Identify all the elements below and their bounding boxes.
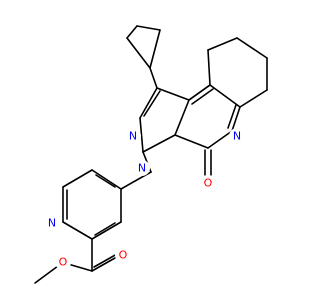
atom-label: N [138,162,146,175]
atom-o2: O [115,247,131,263]
bond [174,99,190,136]
bond [239,89,268,108]
atom-n2: N [134,160,150,176]
bond [139,87,158,119]
molecule-structure-diagram: N N N N O O O [34,25,268,284]
bond [149,67,158,89]
bond [91,221,122,240]
bond [207,130,233,149]
bond [62,169,93,188]
bond [67,263,93,272]
atom-label: N [129,130,137,143]
pyridinone-ring [174,84,241,149]
atom-o1: O [200,175,216,191]
bond [62,221,93,240]
atom-o3: O [55,254,71,270]
pyridine-ring [62,169,122,240]
atom-label: O [59,256,68,269]
atom-label: N [48,217,56,230]
cyclobutyl-ring [126,25,161,69]
bond [94,222,116,236]
bond [207,49,211,86]
bond [156,87,190,101]
bond [207,37,238,51]
bond [149,29,161,69]
bond [95,174,116,188]
pyrazole-ring [139,87,190,153]
bond [231,106,241,132]
cyclohexene-ring [188,37,268,108]
bond [236,37,268,59]
bond [143,90,161,117]
atom-label: O [119,249,128,262]
bond [126,25,138,39]
bond [136,25,161,31]
atom-label: O [204,177,213,190]
atom-n4: N [44,215,60,231]
bond [139,117,144,153]
bond [209,84,241,108]
bond [91,169,122,190]
atom-label: N [233,130,241,143]
bond [142,134,176,153]
atom-n1: N [125,128,141,144]
bond [174,134,209,149]
bond [191,88,214,105]
bond [227,104,237,129]
bond [126,37,151,69]
atom-n3: N [229,128,245,144]
bond [91,257,116,272]
bond [188,84,211,101]
bond [34,265,59,284]
bond [93,253,118,268]
